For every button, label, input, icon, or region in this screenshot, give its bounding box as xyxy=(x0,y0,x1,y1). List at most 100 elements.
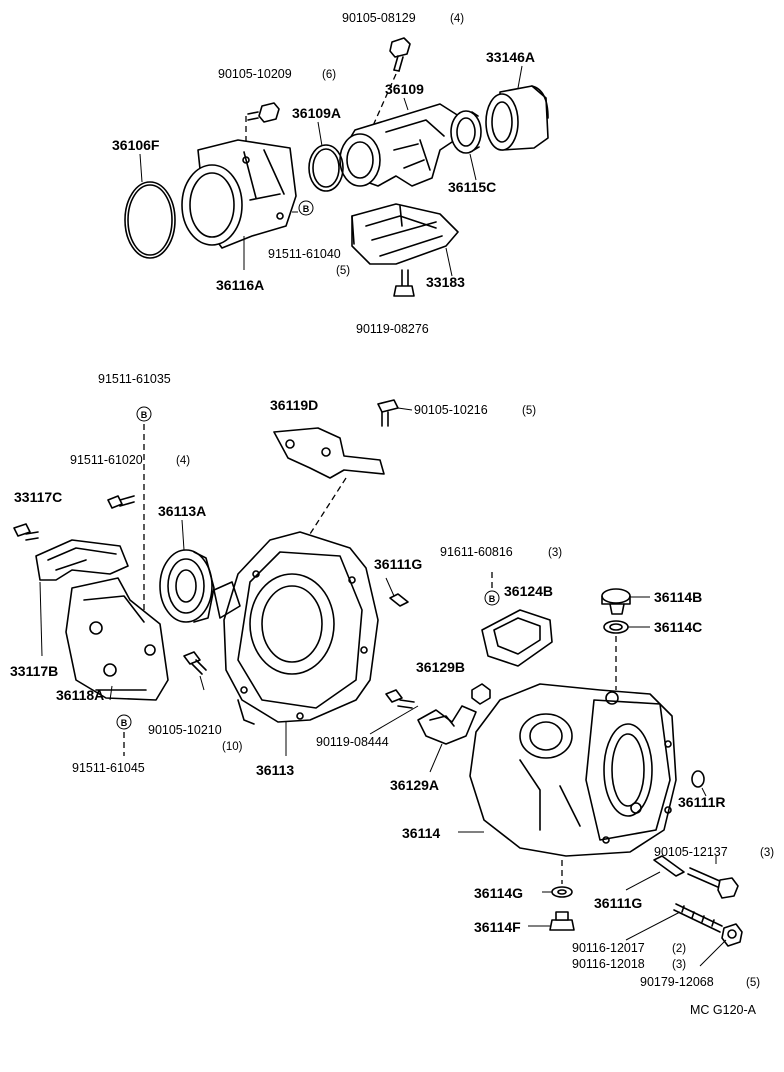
part-36124B-cover xyxy=(481,609,553,667)
leader-36111G-a xyxy=(385,577,395,597)
part-36114F-plug xyxy=(549,911,575,931)
leader-36109 xyxy=(403,97,409,111)
figure-code: MC G120-A xyxy=(690,1003,757,1017)
leader-36115C xyxy=(469,153,477,181)
leader-36111G-b xyxy=(625,871,661,891)
label-90179-12068: 90179-12068 xyxy=(640,975,714,989)
qty-90105-12137: (3) xyxy=(760,847,774,859)
qty-90116-12017: (2) xyxy=(672,943,686,955)
svg-text:B: B xyxy=(303,204,310,214)
dash-36119D xyxy=(309,477,347,535)
label-90119-08276: 90119-08276 xyxy=(356,322,429,336)
qty-91511-61040: (5) xyxy=(336,265,350,277)
label-91511-61020: 91511-61020 xyxy=(70,453,143,467)
label-36113: 36113 xyxy=(256,762,294,778)
part-36114B-plug xyxy=(601,588,631,615)
qty-90105-10209: (6) xyxy=(322,69,336,81)
callout-marker-b-4: B xyxy=(484,590,500,606)
leader-36113A xyxy=(181,519,185,551)
part-36106F-gasket xyxy=(124,181,176,259)
part-36118A-plate xyxy=(65,577,169,701)
label-36113A: 36113A xyxy=(158,503,206,519)
part-36109A-o-ring xyxy=(308,144,344,192)
bolt-90105-12137 xyxy=(687,867,739,899)
label-36114: 36114 xyxy=(402,825,440,841)
label-36114B: 36114B xyxy=(654,589,702,605)
part-33117B-insulator xyxy=(35,539,129,581)
label-90119-08444: 90119-08444 xyxy=(316,735,389,749)
label-36114F: 36114F xyxy=(474,919,521,935)
leader-90119-08444 xyxy=(369,705,419,735)
callout-marker-b-1: B xyxy=(298,200,314,216)
label-90116-12017: 90116-12017 xyxy=(572,941,645,955)
label-33117C: 33117C xyxy=(14,489,62,505)
bolt-91511-61020 xyxy=(107,495,135,509)
label-90105-12137: 90105-12137 xyxy=(654,845,728,859)
label-36129A: 36129A xyxy=(390,777,439,793)
leader-36109A xyxy=(317,121,323,147)
part-36113-case-front xyxy=(213,531,379,725)
callout-marker-b-3: B xyxy=(116,714,132,730)
label-91511-61035: 91511-61035 xyxy=(98,372,171,386)
label-36111G-a: 36111G xyxy=(374,556,422,572)
pin-36111G-b xyxy=(653,855,685,877)
callout-marker-b-2: B xyxy=(136,406,152,422)
label-33117B: 33117B xyxy=(10,663,58,679)
part-36113A-bearing xyxy=(159,549,215,623)
qty-91611-60816: (3) xyxy=(548,547,562,559)
qty-91511-61020: (4) xyxy=(176,455,190,467)
qty-90179-12068: (5) xyxy=(746,977,760,989)
part-36109-adapter xyxy=(339,103,463,187)
leader-90179-12068 xyxy=(699,939,727,967)
bolt-90105-10210 xyxy=(183,651,207,675)
label-36119D: 36119D xyxy=(270,397,318,413)
svg-text:B: B xyxy=(489,594,496,604)
label-90105-10210: 90105-10210 xyxy=(148,723,222,737)
qty-90105-10210: (10) xyxy=(222,741,243,753)
label-36109A: 36109A xyxy=(292,105,341,121)
pin-36111R xyxy=(691,770,705,788)
label-90105-10216: 90105-10216 xyxy=(414,403,488,417)
label-33183: 33183 xyxy=(426,274,465,290)
bolt-90119-08276 xyxy=(393,269,415,297)
svg-text:B: B xyxy=(121,718,128,728)
leader-36118A xyxy=(109,685,113,701)
part-33146A-sleeve xyxy=(485,85,549,151)
part-36114-case-rear xyxy=(469,683,677,857)
leader-90105-10216 xyxy=(397,407,413,411)
pin-36111G-a xyxy=(389,593,409,607)
label-36124B: 36124B xyxy=(504,583,553,599)
part-36114G-gasket xyxy=(551,886,573,898)
part-36119D-bracket xyxy=(273,427,385,479)
bolt-90119-08444 xyxy=(385,689,415,709)
leader-33146A xyxy=(517,65,523,89)
part-36115C-oil-seal xyxy=(450,110,482,154)
label-36118A: 36118A xyxy=(56,687,104,703)
label-36111G-b: 36111G xyxy=(594,895,642,911)
label-91511-61040: 91511-61040 xyxy=(268,247,341,261)
label-90116-12018: 90116-12018 xyxy=(572,957,645,971)
leader-33183 xyxy=(445,247,453,277)
bolt-33117C xyxy=(13,523,39,541)
label-91511-61045: 91511-61045 xyxy=(72,761,145,775)
qty-90105-10216: (5) xyxy=(522,405,536,417)
leader-90116 xyxy=(625,911,681,941)
leader-36111R xyxy=(701,787,707,797)
qty-90116-12018: (3) xyxy=(672,959,686,971)
label-36116A: 36116A xyxy=(216,277,264,293)
leader-90105-10210 xyxy=(199,675,205,691)
leader-36106F xyxy=(139,153,143,183)
label-36115C: 36115C xyxy=(448,179,496,195)
part-36116A-extension-housing xyxy=(181,139,297,249)
bolt-90105-08129 xyxy=(389,37,411,72)
label-36114C: 36114C xyxy=(654,619,702,635)
label-90105-10209: 90105-10209 xyxy=(218,67,292,81)
qty-90105-08129: (4) xyxy=(450,13,464,25)
leader-36129A xyxy=(429,743,443,773)
part-36129B-collar xyxy=(471,683,491,705)
label-91611-60816: 91611-60816 xyxy=(440,545,513,559)
part-36114C-gasket xyxy=(603,620,629,634)
label-36129B: 36129B xyxy=(416,659,465,675)
label-36106F: 36106F xyxy=(112,137,160,153)
